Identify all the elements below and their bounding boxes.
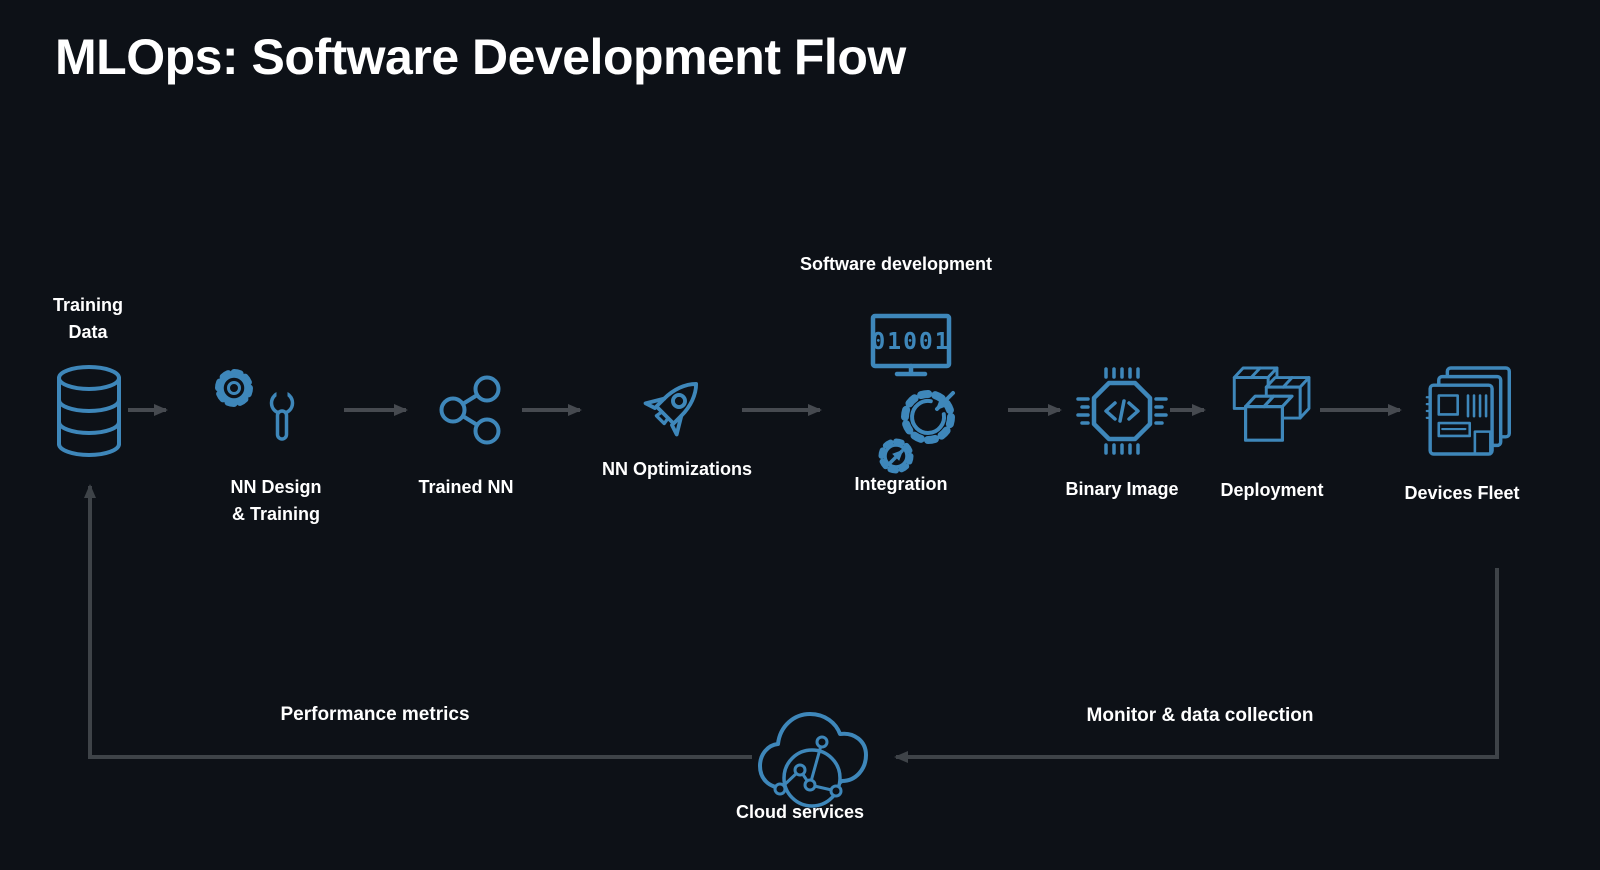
device-stack-icon [1425, 366, 1512, 456]
trained-nn-label: Trained NN [418, 477, 514, 497]
chip-icon [1076, 367, 1168, 455]
integration-gears-icon [878, 390, 955, 474]
integration-label: Integration [854, 474, 948, 494]
monitor-feedback-arrow [894, 568, 1499, 763]
feedback-loop [84, 484, 1499, 763]
database-icon [57, 365, 121, 457]
cloud-network-icon [758, 712, 868, 808]
wrench-icon [269, 388, 295, 441]
deployment-label: Deployment [1220, 480, 1324, 500]
binary-image-label: Binary Image [1065, 479, 1179, 499]
network-share-icon [439, 375, 501, 445]
training-data-label: Training Data [52, 295, 124, 342]
nn-design-label: NN Design & Training [230, 477, 322, 524]
gear-wrench-icon [215, 369, 295, 441]
cloud-services-label: Cloud services [735, 802, 865, 822]
monitor-binary-text: 01001 [871, 329, 950, 355]
devices-fleet-label: Devices Fleet [1404, 483, 1520, 503]
monitor-data-collection-label: Monitor & data collection [1086, 705, 1314, 726]
nn-optimizations-label: NN Optimizations [601, 459, 753, 479]
monitor-code-icon: 01001 [870, 313, 952, 377]
gear-icon [215, 369, 253, 407]
rocket-icon [643, 381, 699, 437]
software-development-label: Software development [799, 254, 993, 274]
performance-metrics-label: Performance metrics [280, 704, 470, 725]
performance-feedback-arrow [84, 484, 752, 759]
page-title: MLOps: Software Development Flow [55, 29, 906, 85]
packages-icon [1232, 366, 1311, 442]
